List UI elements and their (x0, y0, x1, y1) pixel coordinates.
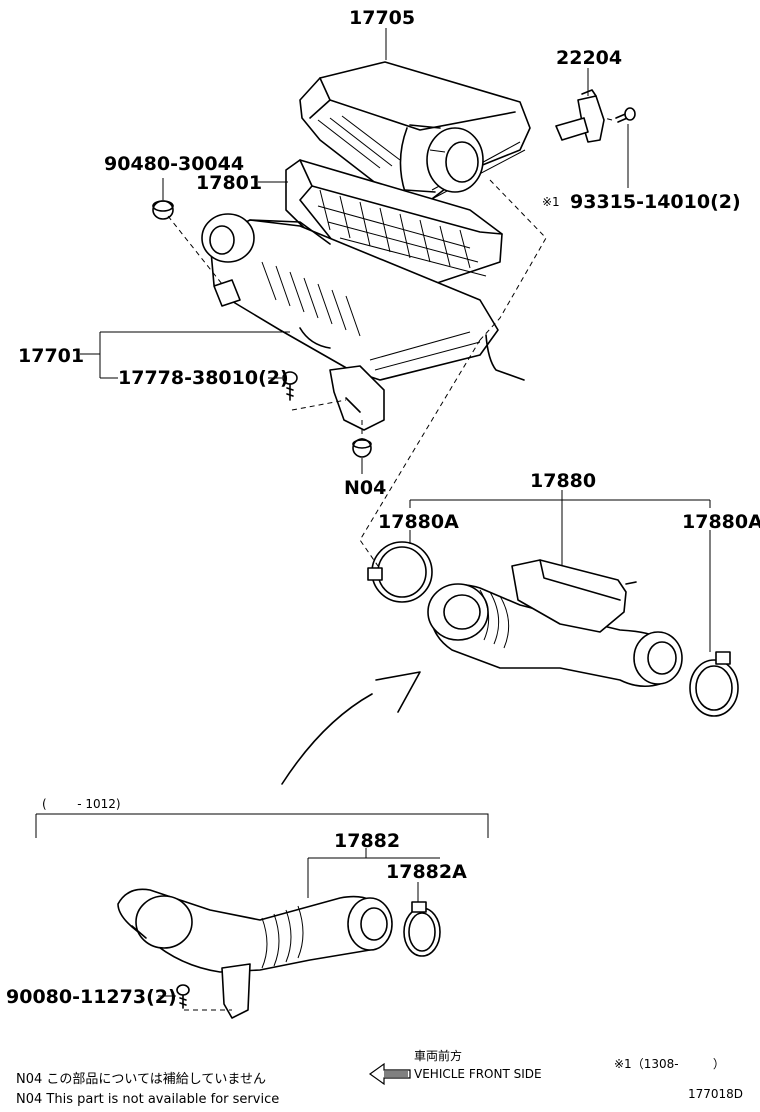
intake-hose-17880 (427, 559, 683, 688)
bolt-17778 (282, 371, 298, 401)
label-90480-30044: 90480-30044 (104, 153, 244, 175)
grommet-n04 (352, 438, 372, 458)
hose-clamp-17880a-left (367, 541, 433, 603)
label-17882: 17882 (334, 830, 400, 852)
label-22204: 22204 (556, 47, 622, 69)
label-17880a-right: 17880A (682, 511, 760, 533)
label-90080-11273: 90080-11273(2) (6, 986, 177, 1008)
dashed-assembly-lines (167, 117, 613, 1011)
label-n04: N04 (344, 477, 386, 499)
intake-hose-17882 (117, 888, 393, 1019)
label-17705: 17705 (349, 7, 415, 29)
note-vehicle-front-japanese: 車両前方 (414, 1048, 462, 1063)
label-17882a: 17882A (386, 861, 467, 883)
screw-93315 (615, 107, 636, 123)
hose-clamp-17882a (403, 901, 441, 957)
label-17701: 17701 (18, 345, 84, 367)
sensor-22204 (555, 89, 605, 143)
flow-arrow (281, 671, 421, 785)
vehicle-front-arrow-icon (368, 1062, 411, 1086)
note-n04-japanese: N04 この部品については補給していません (16, 1072, 266, 1087)
note-footnote-range: ※1（1308- ） (614, 1057, 725, 1071)
air-cleaner-case-17701 (201, 213, 525, 431)
note-vehicle-front-english: VEHICLE FRONT SIDE (414, 1067, 542, 1081)
label-17778-38010: 17778-38010(2) (118, 367, 289, 389)
label-93315-14010: 93315-14010(2) (570, 191, 741, 213)
note-n04-english: N04 This part is not available for servi… (16, 1092, 279, 1107)
part-labels: 17705 22204 90480-30044 17801 ※1 93315-1… (6, 7, 760, 1008)
leader-lines (35, 28, 711, 997)
bolt-90080 (176, 984, 190, 1009)
label-mark-93315: ※1 (542, 195, 560, 209)
label-range: ( - 1012) (42, 797, 121, 811)
label-17880: 17880 (530, 470, 596, 492)
air-cleaner-cap-17705 (299, 61, 531, 209)
label-17801: 17801 (196, 172, 262, 194)
footer-notes: N04 この部品については補給していません N04 This part is n… (16, 1048, 743, 1107)
label-17880a-left: 17880A (378, 511, 459, 533)
diagram-id: 177018D (688, 1087, 743, 1101)
hose-clamp-17880a-right (689, 651, 739, 717)
grommet-90480 (152, 200, 174, 220)
